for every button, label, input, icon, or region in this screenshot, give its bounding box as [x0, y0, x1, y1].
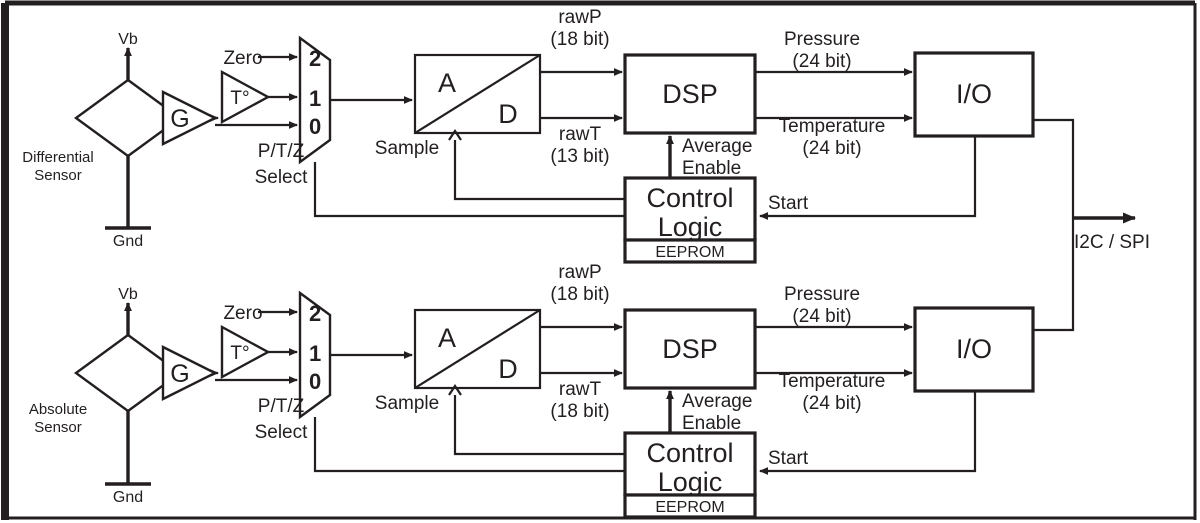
io-label: I/O [956, 79, 992, 109]
mux-input-0-label: 0 [309, 114, 321, 139]
rawt-bits-label: (13 bit) [550, 146, 609, 167]
average-enable-line2: Enable [682, 413, 741, 434]
sample-label: Sample [375, 393, 439, 414]
temperature-sensor-triangle [220, 69, 271, 125]
mux-select-line1: P/T/Z [258, 396, 305, 417]
rawt-label: rawT [559, 379, 602, 400]
gnd-label: Gnd [113, 233, 143, 250]
mux-input-1-label: 1 [309, 341, 321, 366]
control-logic-line1: Control [646, 183, 733, 213]
mux-select-line1: P/T/Z [258, 141, 305, 162]
dsp-label: DSP [662, 334, 718, 364]
eeprom-label: EEPROM [655, 499, 724, 516]
mux-input-2-label: 2 [309, 46, 321, 71]
adc-analog-label: A [438, 68, 456, 98]
mux-select-control-wire [313, 162, 625, 218]
temperature-bits-label: (24 bit) [802, 393, 861, 414]
sensor-label-line2: Sensor [34, 167, 82, 184]
mux-trapezoid [298, 290, 332, 420]
rawp-bits-label: (18 bit) [550, 284, 609, 305]
sensor-label-line1: Differential [22, 149, 93, 166]
adc-analog-label: A [438, 323, 456, 353]
i2c-spi-label: I2C / SPI [1074, 232, 1150, 253]
dsp-box [623, 308, 757, 390]
mux-input-2-label: 2 [309, 301, 321, 326]
average-enable-line1: Average [682, 391, 752, 412]
io-box [913, 51, 1035, 138]
adc-diagonal [414, 54, 541, 134]
dsp-box [623, 53, 757, 135]
rawp-label: rawP [558, 262, 601, 283]
pressure-bits-label: (24 bit) [792, 306, 851, 327]
gain-label: G [170, 105, 189, 133]
mux-select-control-wire [313, 417, 625, 473]
sample-label: Sample [375, 138, 439, 159]
eeprom-label: EEPROM [655, 244, 724, 261]
control-logic-box [623, 176, 757, 242]
dsp-label: DSP [662, 79, 718, 109]
io-label: I/O [956, 334, 992, 364]
sensor-label-line1: Absolute [29, 401, 87, 418]
temperature-label: Temperature [779, 116, 886, 137]
mux-trapezoid [298, 35, 332, 165]
start-label: Start [768, 193, 809, 214]
eeprom-box [623, 238, 757, 264]
mux-input-1-label: 1 [309, 86, 321, 111]
gain-amplifier-triangle [161, 345, 218, 401]
adc-diagonal [414, 309, 541, 389]
temperature-bits-label: (24 bit) [802, 138, 861, 159]
sample-caret-icon [448, 129, 462, 141]
vb-label: Vb [118, 286, 138, 303]
start-label: Start [768, 448, 809, 469]
mux-select-line2: Select [255, 422, 309, 443]
temp-label: T° [230, 88, 249, 109]
start-wire [759, 391, 977, 475]
adc-digital-label: D [498, 99, 518, 129]
sample-caret-icon [448, 384, 462, 396]
control-logic-line1: Control [646, 438, 733, 468]
gain-label: G [170, 360, 189, 388]
output-bus-group: I2C / SPI [1033, 118, 1150, 332]
rawt-label: rawT [559, 124, 602, 145]
rawp-bits-label: (18 bit) [550, 29, 609, 50]
temp-label: T° [230, 343, 249, 364]
rawt-bits-label: (18 bit) [550, 401, 609, 422]
sample-control-wire [453, 140, 625, 201]
average-enable-line1: Average [682, 136, 752, 157]
temperature-sensor-triangle [220, 324, 271, 380]
io-interconnect-bus [1033, 118, 1075, 332]
vb-label: Vb [118, 31, 138, 48]
gnd-label: Gnd [113, 489, 143, 506]
channel-absolute: Vb Gnd Absolute Sensor G T° Zero 2 1 0 P… [29, 262, 1035, 519]
eeprom-box [623, 493, 757, 519]
zero-label: Zero [223, 303, 262, 324]
zero-label: Zero [223, 48, 262, 69]
control-logic-box [623, 431, 757, 497]
control-logic-line2: Logic [658, 212, 723, 242]
control-logic-line2: Logic [658, 467, 723, 497]
channel-differential: Vb Gnd Differential Sensor G T° Zero 2 1… [22, 7, 1035, 264]
pressure-label: Pressure [784, 29, 860, 50]
sensor-label-line2: Sensor [34, 419, 82, 436]
gain-amplifier-triangle [161, 90, 218, 146]
mux-input-0-label: 0 [309, 369, 321, 394]
pressure-label: Pressure [784, 284, 860, 305]
temperature-label: Temperature [779, 371, 886, 392]
pressure-bits-label: (24 bit) [792, 51, 851, 72]
sample-control-wire [453, 395, 625, 456]
average-enable-line2: Enable [682, 158, 741, 179]
adc-digital-label: D [498, 354, 518, 384]
rawp-label: rawP [558, 7, 601, 28]
mux-select-line2: Select [255, 167, 309, 188]
start-wire [759, 136, 977, 220]
